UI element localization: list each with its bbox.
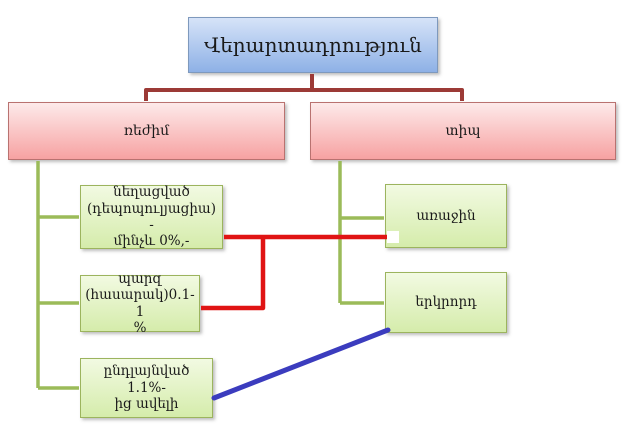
leaf-node-narrowed[interactable]: նեղացված (դեպոպուլյացիա) - մինչև 0%,- [80, 184, 223, 249]
red-crosslink-elbow [201, 235, 266, 311]
leaf-node-simple[interactable]: պարզ (հասարակ)0.1-1 % [80, 271, 200, 336]
blue-crosslink-line [211, 327, 391, 401]
root-node-reproduction[interactable]: Վերարտադրություն [188, 17, 438, 73]
root-connector-bar [144, 88, 464, 101]
leaf-node-first[interactable]: առաջին [385, 184, 507, 248]
red-line-endpoint-marker [387, 231, 399, 243]
leaf-node-second[interactable]: երկրորդ [385, 272, 507, 333]
branch-node-regime[interactable]: ռեժիմ [8, 102, 285, 160]
leaf-node-expanded[interactable]: ընդլայնված 1.1%- ից ավելի [80, 358, 213, 418]
branch-node-type[interactable]: տիպ [310, 102, 616, 160]
